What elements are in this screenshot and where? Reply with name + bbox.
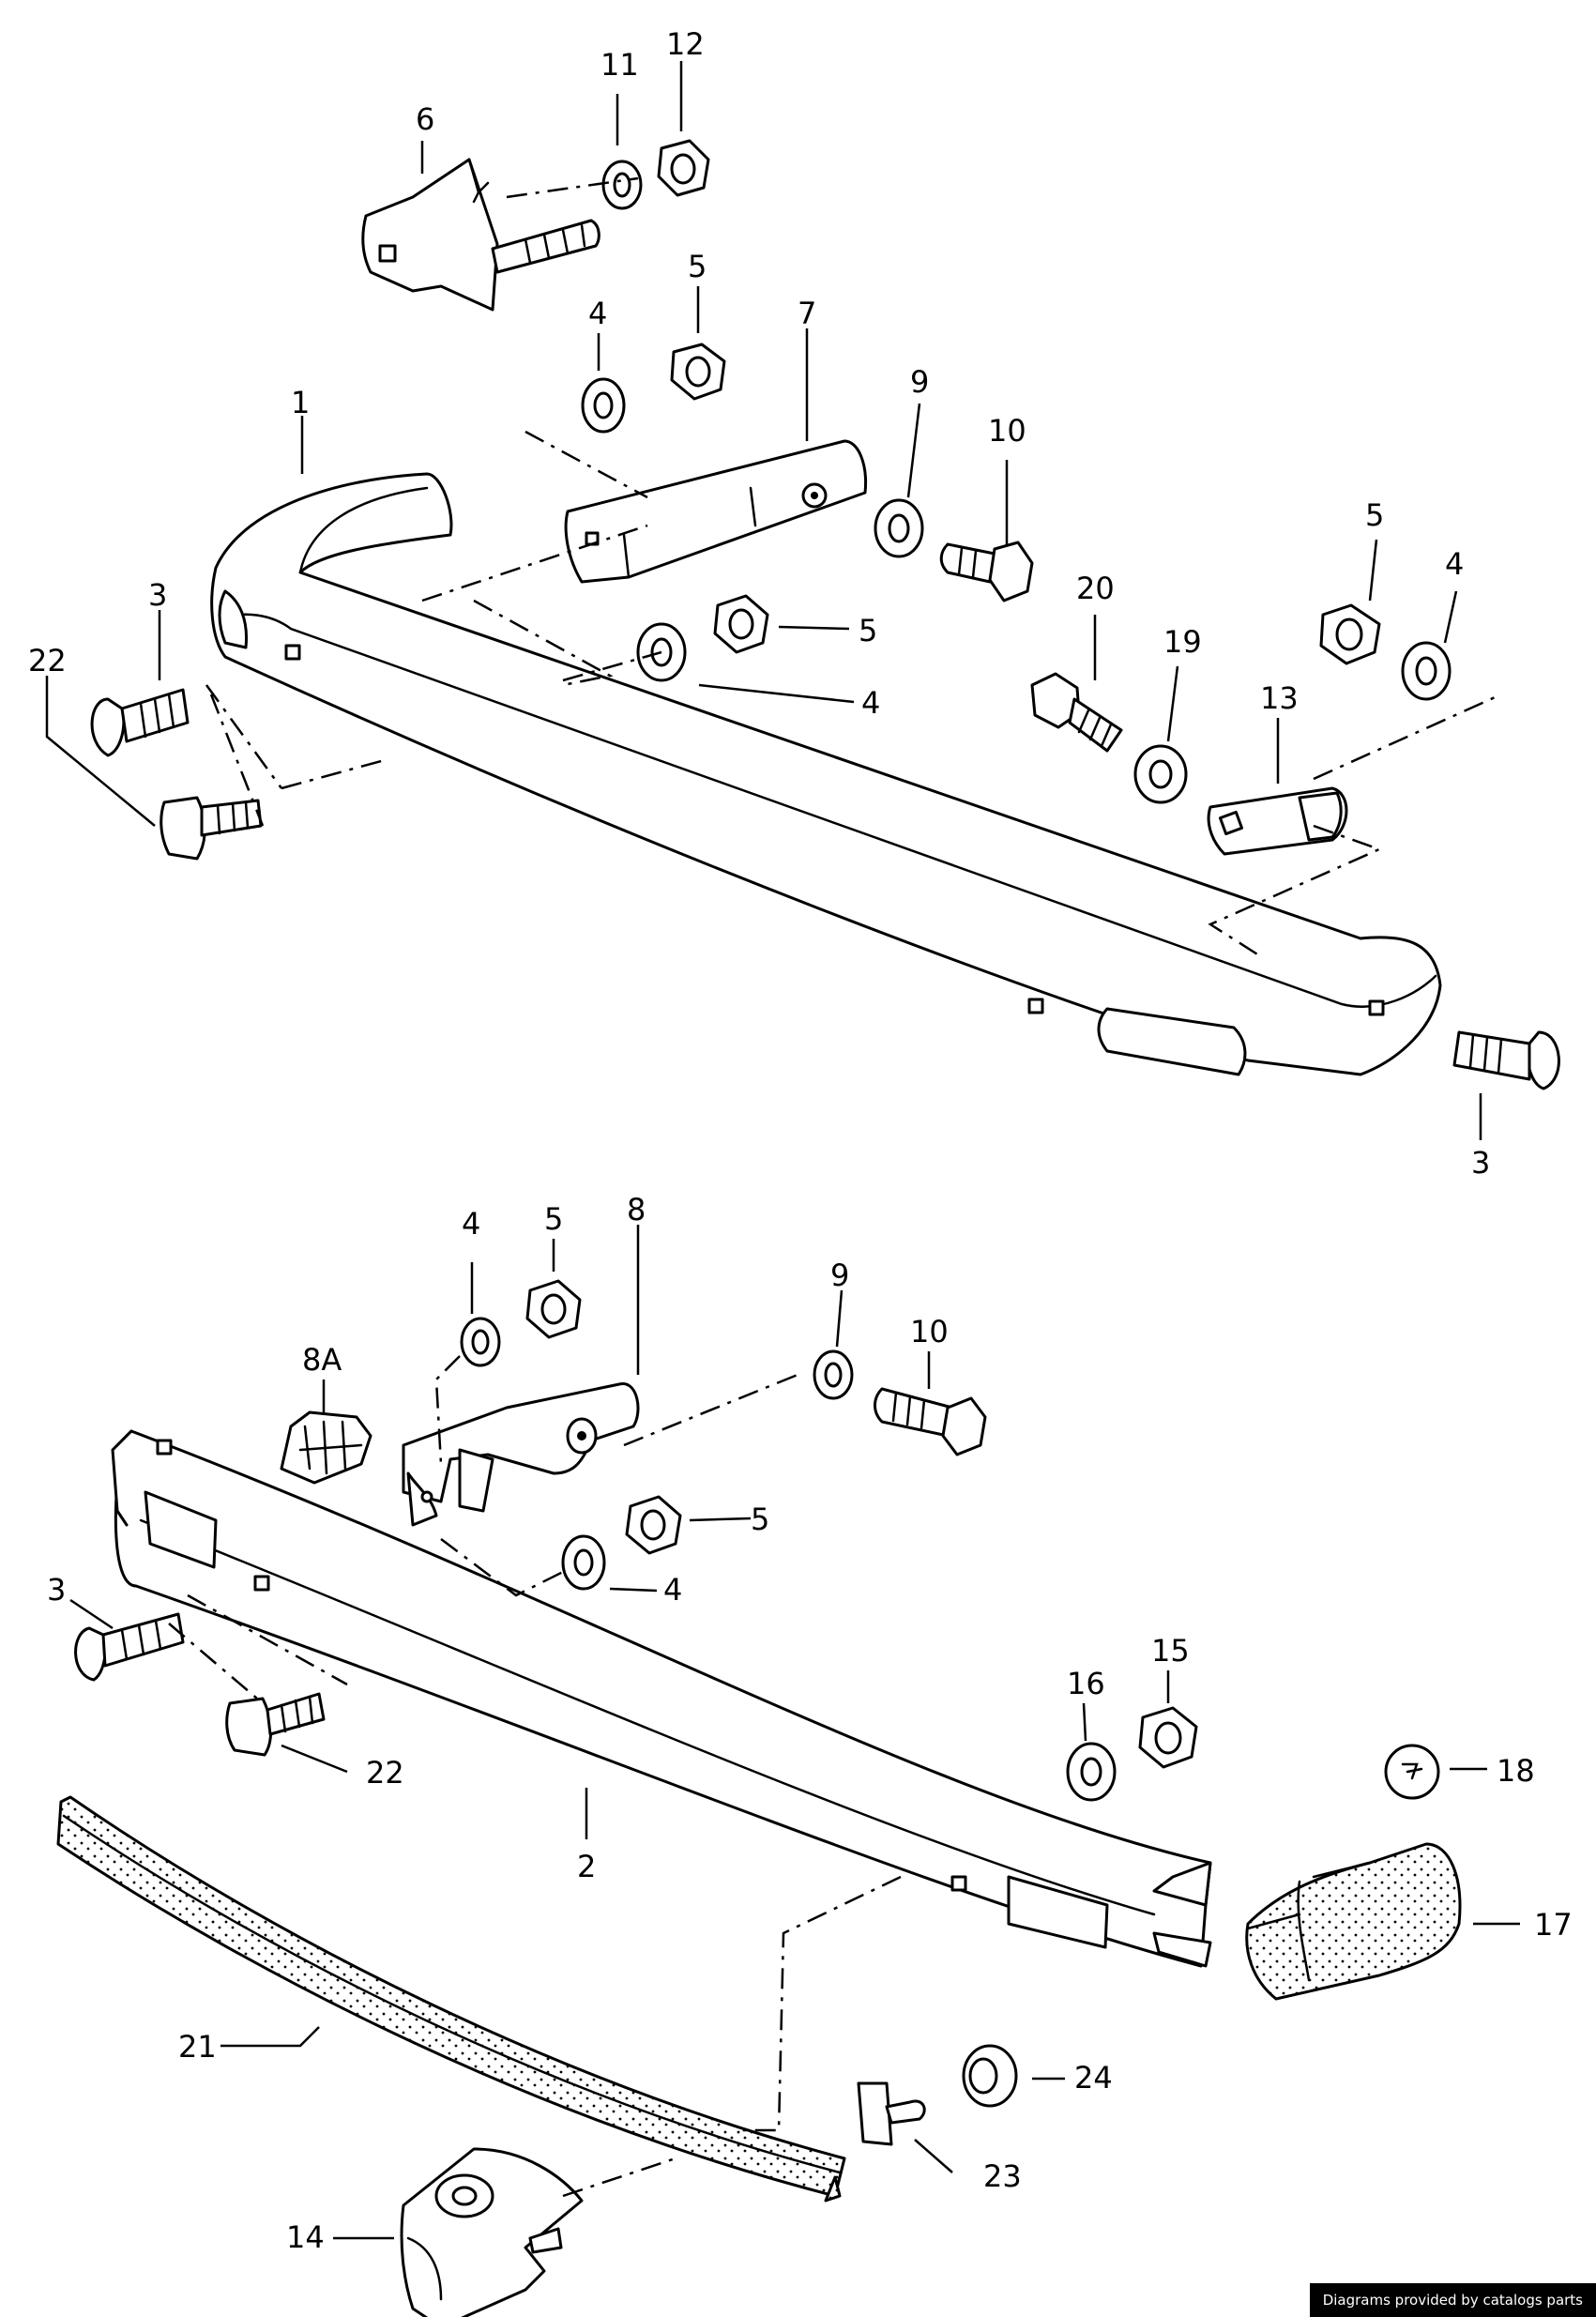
callout-4: 4 xyxy=(1445,546,1464,582)
callout-16: 16 xyxy=(1067,1666,1105,1701)
washer-4-d xyxy=(460,1317,501,1367)
callout-2: 2 xyxy=(577,1849,596,1884)
bumper-1 xyxy=(210,472,1442,1076)
callout-4: 4 xyxy=(663,1572,682,1608)
emblem-18 xyxy=(1384,1744,1440,1800)
callout-13: 13 xyxy=(1260,680,1299,716)
washer-19 xyxy=(1133,744,1188,804)
callout-9: 9 xyxy=(830,1258,849,1293)
callout-4: 4 xyxy=(588,296,607,331)
washer-16 xyxy=(1066,1742,1117,1802)
overrider-17 xyxy=(1245,1842,1462,2001)
washer-9-a xyxy=(874,498,924,558)
grommet-24 xyxy=(962,2044,1018,2108)
carriage-bolt-3-lower xyxy=(74,1612,185,1682)
centerline xyxy=(434,1355,461,1465)
callout-6: 6 xyxy=(416,101,434,137)
nut-5-a xyxy=(670,343,726,401)
clip-8a xyxy=(280,1410,372,1485)
centerline xyxy=(440,1373,798,1597)
callout-5: 5 xyxy=(859,613,877,648)
callout-5: 5 xyxy=(1365,497,1384,533)
callout-10: 10 xyxy=(910,1314,949,1349)
nut-5-c xyxy=(1319,603,1381,665)
end-cap-14 xyxy=(400,2147,584,2317)
centerline xyxy=(562,2157,676,2198)
callout-17: 17 xyxy=(1534,1907,1573,1943)
callout-5: 5 xyxy=(751,1501,769,1537)
callout-21: 21 xyxy=(178,2029,217,2065)
centerline xyxy=(737,1875,902,2132)
leader-lines xyxy=(45,61,1520,2240)
bumper-2 xyxy=(111,1429,1212,1968)
callout-14: 14 xyxy=(286,2219,325,2255)
washer-4-a xyxy=(581,377,626,434)
callout-20: 20 xyxy=(1076,571,1115,606)
bracket-13 xyxy=(1207,786,1348,856)
nut-5-d xyxy=(525,1279,582,1339)
carriage-bolt-3-right xyxy=(1452,1030,1560,1090)
callout-12: 12 xyxy=(666,26,705,62)
callout-22: 22 xyxy=(28,643,67,678)
callout-3: 3 xyxy=(1471,1145,1490,1181)
centerline xyxy=(205,684,386,827)
washer-9-b xyxy=(813,1349,854,1400)
bracket-6 xyxy=(361,158,600,312)
callout-24: 24 xyxy=(1074,2060,1113,2096)
washer-4-c xyxy=(1401,641,1452,701)
callout-22: 22 xyxy=(366,1755,404,1791)
callout-9: 9 xyxy=(910,364,929,400)
callout-11: 11 xyxy=(600,47,639,83)
callout-labels: 1 6 11 12 4 5 7 9 10 3 22 5 4 20 19 13 5… xyxy=(28,26,1573,2255)
callout-5: 5 xyxy=(688,249,707,284)
clip-23 xyxy=(857,2081,926,2146)
callout-4: 4 xyxy=(861,685,880,721)
bolt-10-a xyxy=(939,541,1034,602)
washer-11 xyxy=(601,160,643,210)
callout-7: 7 xyxy=(798,296,816,331)
bolt-10-b xyxy=(874,1387,987,1456)
centerline xyxy=(168,1593,348,1704)
callout-10: 10 xyxy=(988,413,1026,449)
bolt-22-lower xyxy=(225,1692,326,1757)
carriage-bolt-3-left xyxy=(90,688,190,757)
callout-3: 3 xyxy=(47,1572,66,1608)
callout-8a: 8A xyxy=(302,1342,342,1378)
bolt-20 xyxy=(1030,672,1123,753)
washer-4-e xyxy=(561,1534,606,1591)
callout-23: 23 xyxy=(983,2158,1022,2194)
centerline xyxy=(1208,693,1502,959)
nut-5-b xyxy=(713,594,769,654)
nut-15 xyxy=(1138,1706,1198,1769)
credit-footer: Diagrams provided by catalogs parts xyxy=(1309,2283,1596,2317)
nut-5-e xyxy=(625,1495,682,1555)
bracket-7 xyxy=(564,439,868,584)
callout-19: 19 xyxy=(1163,624,1202,660)
callout-1: 1 xyxy=(291,385,310,420)
callout-5: 5 xyxy=(544,1201,563,1237)
nut-12 xyxy=(657,139,710,197)
callout-18: 18 xyxy=(1497,1753,1535,1789)
bolt-22-upper xyxy=(160,796,263,861)
rubber-strip-21 xyxy=(56,1795,846,2203)
callout-8: 8 xyxy=(627,1192,646,1227)
bracket-8 xyxy=(402,1382,640,1527)
callout-3: 3 xyxy=(148,577,167,613)
callout-15: 15 xyxy=(1151,1633,1190,1669)
callout-4: 4 xyxy=(462,1206,480,1242)
